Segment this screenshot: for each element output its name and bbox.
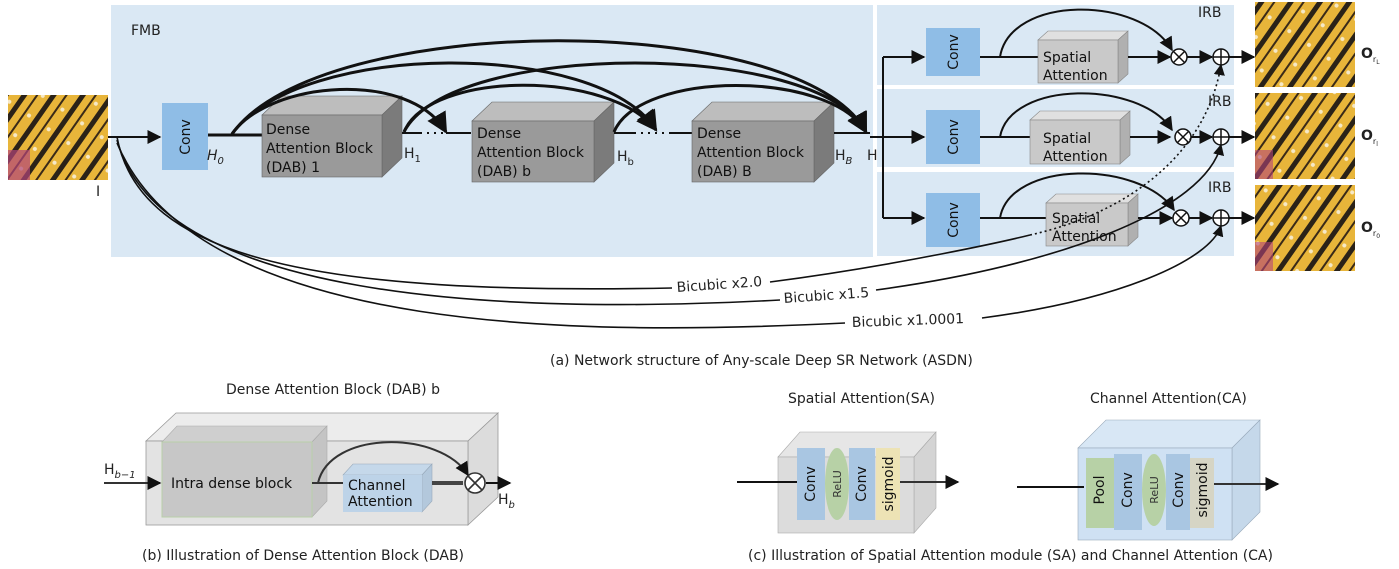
h0-label: H0 (207, 148, 224, 167)
caption-c: (c) Illustration of Spatial Attention mo… (748, 548, 1273, 564)
dab1-line-1: Dense (266, 122, 310, 138)
h1-label: H1 (404, 146, 421, 165)
hB-label: HB (835, 148, 853, 167)
dabb-line-2: Attention Block (477, 145, 585, 161)
sa-layer-conv-2: Conv (854, 466, 870, 502)
irb-label-1: IRB (1198, 5, 1221, 21)
ca-module: Pool Conv ReLU Conv sigmoid (1017, 419, 1280, 541)
dab1-line-2: Attention Block (266, 141, 374, 157)
output-label-2: Orl (1361, 128, 1378, 148)
ca-layer-relu: ReLU (1148, 476, 1161, 504)
dab1-line-3: (DAB) 1 (266, 160, 320, 176)
irb2-sa-line-2: Attention (1043, 149, 1108, 165)
sa-module: Conv ReLU Conv sigmoid (737, 431, 960, 534)
irb-label-3: IRB (1208, 180, 1231, 196)
intra-dense-block (161, 441, 313, 518)
dabB-line-2: Attention Block (697, 145, 805, 161)
irb3-sa-line-2: Attention (1052, 229, 1117, 245)
conv-label-main: Conv (178, 119, 194, 155)
dabB-line-1: Dense (697, 126, 741, 142)
dab-in-label: Hb−1 (104, 462, 136, 481)
bicubic-label-3: Bicubic x1.0001 (852, 311, 965, 331)
irb2-conv-label: Conv (946, 119, 962, 155)
ca-layer-conv-2: Conv (1171, 472, 1187, 508)
ca-layer-pool: Pool (1092, 476, 1108, 505)
dab-block-1: Dense Attention Block (DAB) 1 (261, 95, 403, 178)
caption-b: (b) Illustration of Dense Attention Bloc… (142, 548, 464, 564)
irb-row-2: Conv Spatial Attention (926, 92, 1256, 165)
irb-row-1: Conv Spatial Attention (926, 8, 1256, 84)
hb-label: Hb (617, 149, 634, 168)
ca-box-line-2: Attention (348, 494, 413, 510)
irb-label-2: IRB (1208, 94, 1231, 110)
dabb-line-3: (DAB) b (477, 164, 531, 180)
dab-out-label: Hb (498, 492, 515, 511)
ca-layer-sigmoid: sigmoid (1195, 462, 1211, 517)
conv-block-main (162, 103, 208, 170)
dabb-line-1: Dense (477, 126, 521, 142)
ca-title: Channel Attention(CA) (1090, 391, 1247, 407)
ca-box-line-1: Channel (348, 478, 405, 494)
intra-label: Intra dense block (171, 476, 293, 492)
sa-title: Spatial Attention(SA) (788, 391, 935, 407)
irb3-sa-line-1: Spatial (1052, 211, 1100, 227)
output-label-3: Or0 (1361, 220, 1380, 240)
sa-layer-sigmoid: sigmoid (881, 456, 897, 511)
h-label: H (867, 148, 878, 164)
caption-a: (a) Network structure of Any-scale Deep … (550, 353, 973, 369)
dab-block-B: Dense Attention Block (DAB) B (691, 101, 835, 183)
irb2-sa-line-1: Spatial (1043, 131, 1091, 147)
ca-layer-conv-1: Conv (1120, 472, 1136, 508)
sa-layer-relu: ReLU (831, 470, 844, 498)
dab-detail: Intra dense block Channel Attention (104, 412, 512, 526)
dabB-line-3: (DAB) B (697, 164, 752, 180)
irb1-sa-line-2: Attention (1043, 68, 1108, 84)
bicubic-label-1: Bicubic x2.0 (676, 274, 762, 296)
bicubic-label-2: Bicubic x1.5 (783, 285, 869, 307)
dab-block-b: Dense Attention Block (DAB) b (471, 101, 615, 183)
fmb-label: FMB (131, 23, 161, 39)
irb1-sa-line-1: Spatial (1043, 50, 1091, 66)
dab-title: Dense Attention Block (DAB) b (226, 382, 440, 398)
irb1-conv-label: Conv (946, 34, 962, 70)
output-image-1 (1255, 2, 1355, 87)
output-label-1: OrL (1361, 46, 1380, 66)
irb-row-3: Conv Spatial Attention (926, 172, 1256, 247)
sa-layer-conv-1: Conv (803, 466, 819, 502)
irb3-conv-label: Conv (946, 202, 962, 238)
channel-attention-box (343, 475, 422, 512)
input-label: I (96, 184, 100, 200)
